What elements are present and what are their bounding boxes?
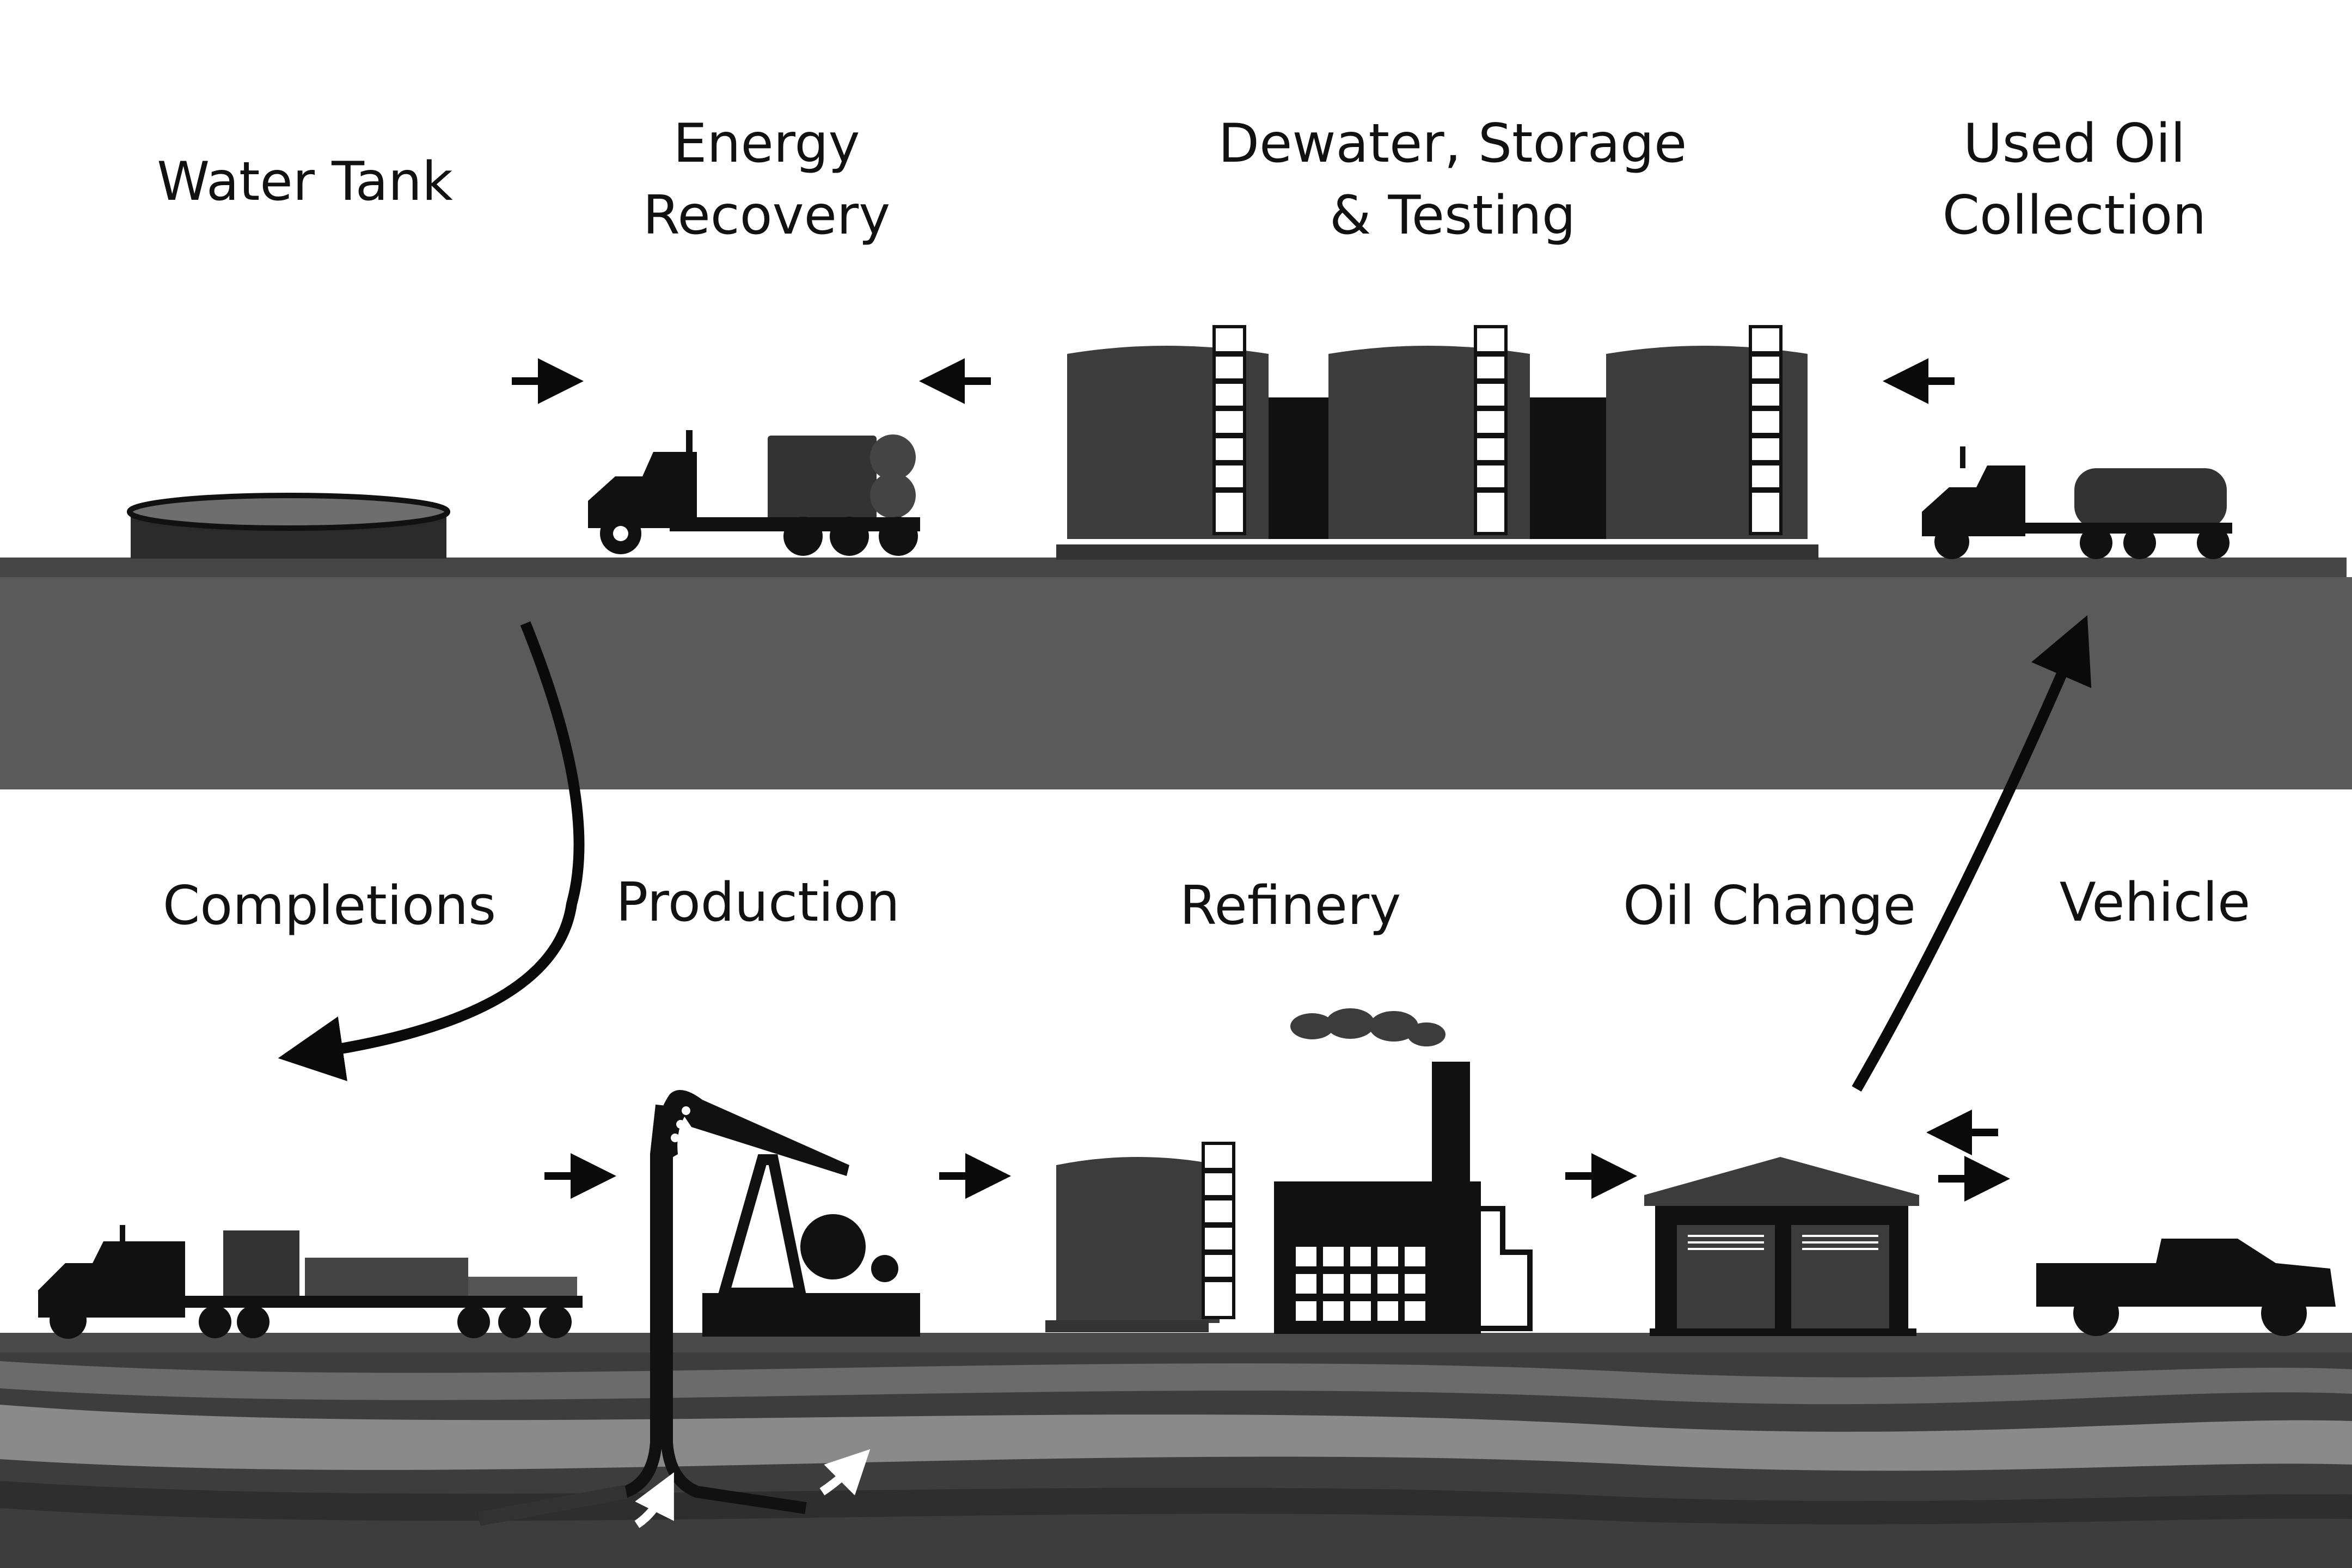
curved-arrow-icon xyxy=(1852,615,2092,1092)
flow-arrows xyxy=(278,358,2092,1202)
storage-tanks-icon xyxy=(1056,325,1818,560)
smoke-icon xyxy=(1290,1008,1445,1046)
water-tank-icon xyxy=(127,493,450,559)
label-oil-change: Oil Change xyxy=(1623,875,1916,937)
upper-ground-band xyxy=(0,577,2352,789)
label-completions: Completions xyxy=(162,875,497,937)
label-vehicle: Vehicle xyxy=(2059,872,2251,934)
label-dewater-storage-testing: Dewater, Storage & Testing xyxy=(1218,113,1687,247)
pumpjack-icon xyxy=(477,1090,920,1528)
curved-arrow-icon xyxy=(278,621,585,1081)
garage-icon xyxy=(1644,1157,1919,1336)
label-water-tank: Water Tank xyxy=(157,151,453,213)
refinery-icon xyxy=(1045,1008,1533,1334)
frac-truck-icon xyxy=(38,1225,583,1339)
subsurface-layers xyxy=(0,1333,2352,1568)
label-refinery: Refinery xyxy=(1179,875,1401,937)
used-oil-truck-icon xyxy=(1922,446,2232,559)
upper-ground-line xyxy=(0,558,2347,579)
label-used-oil-collection: Used Oil Collection xyxy=(1942,113,2207,247)
label-energy-recovery: Energy Recovery xyxy=(642,113,891,247)
tanker-truck-icon xyxy=(588,430,920,556)
label-production: Production xyxy=(616,872,900,934)
pickup-truck-icon xyxy=(2036,1239,2336,1336)
